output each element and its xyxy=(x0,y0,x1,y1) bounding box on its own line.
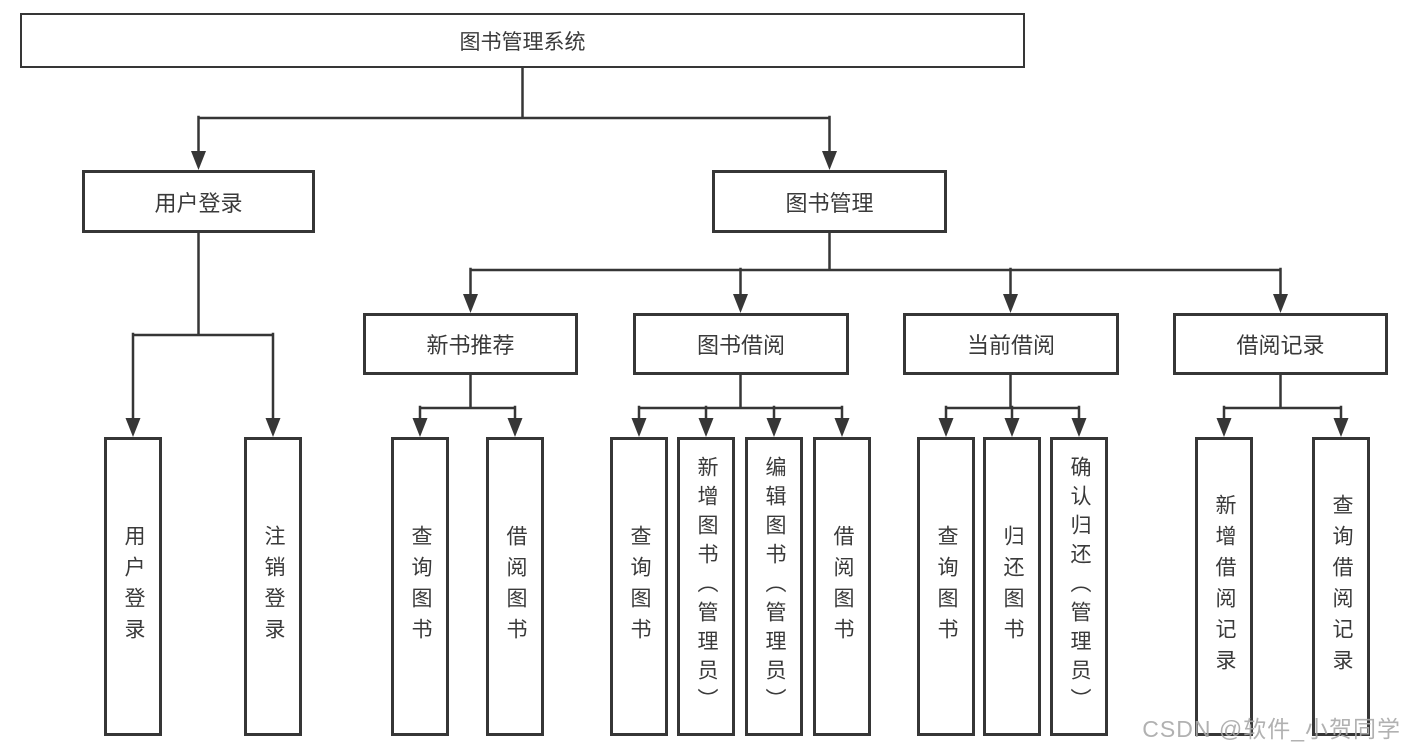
leaf-confirm-return-admin: 确认归还（管理员） xyxy=(1050,437,1108,736)
node-label: 图书借阅 xyxy=(696,333,785,358)
leaf-label: 注销登录 xyxy=(262,524,285,649)
node-label: 用户登录 xyxy=(154,190,243,216)
leaf-label: 归还图书 xyxy=(1001,524,1024,649)
leaf-label: 确认归还（管理员） xyxy=(1068,456,1091,717)
node-user-login: 用户登录 xyxy=(82,170,315,233)
csdn-watermark: CSDN @软件_小贺同学 xyxy=(1142,716,1401,742)
leaf-query-borrow-record: 查询借阅记录 xyxy=(1312,437,1370,736)
leaf-query-books-recommend: 查询图书 xyxy=(391,437,449,736)
leaf-return-books: 归还图书 xyxy=(983,437,1041,736)
leaf-label: 借阅图书 xyxy=(831,524,854,649)
node-label: 图书管理系统 xyxy=(459,30,586,54)
leaf-add-books-admin: 新增图书（管理员） xyxy=(677,437,735,736)
node-current-borrow: 当前借阅 xyxy=(903,313,1119,375)
leaf-label: 查询借阅记录 xyxy=(1330,493,1353,680)
leaf-label: 新增图书（管理员） xyxy=(695,456,718,717)
leaf-label: 查询图书 xyxy=(409,524,432,649)
node-label: 图书管理 xyxy=(785,190,874,216)
leaf-label: 新增借阅记录 xyxy=(1213,493,1236,680)
leaf-add-borrow-record: 新增借阅记录 xyxy=(1195,437,1253,736)
node-label: 新书推荐 xyxy=(426,333,515,358)
leaf-borrow-books: 借阅图书 xyxy=(813,437,871,736)
leaf-user-login: 用户登录 xyxy=(104,437,162,736)
leaf-logout: 注销登录 xyxy=(244,437,302,736)
node-book-borrow: 图书借阅 xyxy=(633,313,849,375)
node-library-management-system: 图书管理系统 xyxy=(20,13,1025,68)
leaf-query-books-current: 查询图书 xyxy=(917,437,975,736)
leaf-label: 编辑图书（管理员） xyxy=(763,456,786,717)
node-label: 当前借阅 xyxy=(966,333,1055,358)
leaf-edit-books-admin: 编辑图书（管理员） xyxy=(745,437,803,736)
leaf-label: 查询图书 xyxy=(935,524,958,649)
node-borrow-records: 借阅记录 xyxy=(1173,313,1388,375)
leaf-label: 借阅图书 xyxy=(504,524,527,649)
node-book-management: 图书管理 xyxy=(712,170,947,233)
arrowheads xyxy=(125,151,1349,437)
leaf-borrow-books-recommend: 借阅图书 xyxy=(486,437,544,736)
node-new-book-recommend: 新书推荐 xyxy=(363,313,578,375)
node-label: 借阅记录 xyxy=(1236,333,1325,358)
leaf-label: 用户登录 xyxy=(122,524,145,649)
leaf-label: 查询图书 xyxy=(628,524,651,649)
leaf-query-books-borrow: 查询图书 xyxy=(610,437,668,736)
